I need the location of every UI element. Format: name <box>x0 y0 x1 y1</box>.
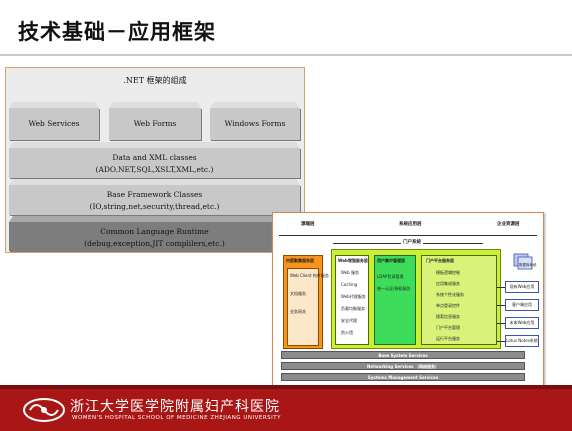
user-item-1: 统一认证/授权服务 <box>377 286 411 291</box>
platform-item-0: 模板逻辑控制 <box>436 270 460 275</box>
web-enhancement-box: Web增强服务层 Web 服务 Caching Web代理服务 负载均衡服务 安… <box>335 255 369 345</box>
side-box-existing-web-label: 现有Web应用 <box>509 284 535 289</box>
content-aggregation-inner: Web Client 构件服务 文档服务 业务网关 <box>287 268 329 346</box>
side-box-lotus: Lotus Notes系统 <box>505 335 539 347</box>
side-box-client-app-label: 客户端应用 <box>512 302 532 307</box>
hospital-name-en: WOMEN'S HOSPITAL SCHOOL OF MEDICINE ZHEJ… <box>72 415 281 421</box>
header-arrow-line <box>279 235 537 236</box>
clr-layer: Common Language Runtime (debug,exception… <box>9 222 300 251</box>
clr-title: Common Language Runtime <box>100 227 209 236</box>
data-xml-title: Data and XML classes <box>112 153 197 162</box>
base-system-services-layer: Base System Services <box>281 351 525 359</box>
slide-title: 技术基础－应用框架 <box>18 20 216 44</box>
windows-forms-box: Windows Forms <box>210 108 300 140</box>
footer-banner: 浙江大学医学院附属妇产科医院 WOMEN'S HOSPITAL SCHOOL O… <box>0 385 572 431</box>
content-aggregation-box: 内容聚集服务层 Web Client 构件服务 文档服务 业务网关 <box>283 255 329 349</box>
user-management-box: 用户集中管理层 LDAP目录管理 统一认证/授权服务 <box>374 255 416 345</box>
connector-line-4 <box>497 341 505 342</box>
hospital-logo-icon <box>22 396 66 424</box>
side-box-lotus-label: Lotus Notes系统 <box>506 338 538 343</box>
base-framework-title: Base Framework Classes <box>106 190 203 199</box>
side-box-existing-web: 现有Web应用 <box>505 281 539 293</box>
database-label: 数据库系统 <box>519 263 537 267</box>
side-box-future-web-label: 未来Web应用 <box>509 320 535 325</box>
web-item-2: Web代理服务 <box>341 294 366 299</box>
header-enterprise-layer: 企业资源层 <box>497 222 520 227</box>
portal-architecture-diagram: 源端层 系统应用层 企业资源层 门户系统 内容聚集服务层 Web Client … <box>272 212 544 388</box>
side-box-future-web: 未来Web应用 <box>505 317 539 329</box>
platform-item-6: 运行平台服务 <box>436 336 460 341</box>
header-source-layer: 源端层 <box>301 222 315 227</box>
web-item-1: Caching <box>341 282 358 287</box>
base-framework-subtitle: (IO,string,net,security,thread,etc.) <box>89 202 220 211</box>
footer-top-band <box>0 385 572 389</box>
dotnet-framework-diagram: .NET 框架的组成 Web Services Web Forms Window… <box>5 67 305 253</box>
portal-system-label: 门户系统 <box>401 240 423 245</box>
portal-platform-box: 门户平台服务层 模板逻辑控制 应用集成服务 系统个性化服务 单点登录控件 搜索信… <box>421 255 497 345</box>
portal-platform-title: 门户平台服务层 <box>426 258 454 263</box>
content-aggregation-title: 内容聚集服务层 <box>286 258 314 263</box>
clr-subtitle: (debug,exception,JIT complilers,etc.) <box>84 239 225 248</box>
dotnet-diagram-title: .NET 框架的组成 <box>123 76 187 85</box>
aggregation-item-0: Web Client 构件服务 <box>290 273 329 278</box>
systems-management-layer: Systems Management Services <box>281 373 525 381</box>
aggregation-item-1: 文档服务 <box>290 291 306 296</box>
data-xml-subtitle: (ADO.NET,SQL,XSLT,XML,etc.) <box>95 165 214 174</box>
platform-item-5: 门户平台管理 <box>436 325 460 330</box>
web-forms-label: Web Forms <box>133 119 177 128</box>
web-services-label: Web Services <box>28 119 80 128</box>
user-item-0: LDAP目录管理 <box>377 274 404 279</box>
database-icon <box>513 251 535 273</box>
web-forms-box: Web Forms <box>109 108 201 140</box>
web-services-box: Web Services <box>9 108 99 140</box>
connector-line-3 <box>497 323 505 324</box>
header-system-layer: 系统应用层 <box>399 222 422 227</box>
platform-item-3: 单点登录控件 <box>436 303 460 308</box>
hospital-name-cn: 浙江大学医学院附属妇产科医院 <box>70 399 280 415</box>
title-divider <box>0 54 572 56</box>
web-item-0: Web 服务 <box>341 270 359 275</box>
base-framework-layer: Base Framework Classes (IO,string,net,se… <box>9 185 300 215</box>
platform-item-2: 系统个性化服务 <box>436 292 464 297</box>
networking-services-layer: Networking Services （网络服务） <box>281 362 525 370</box>
connector-line-1 <box>497 287 505 288</box>
connector-line-2 <box>497 305 505 306</box>
windows-forms-label: Windows Forms <box>224 119 286 128</box>
user-management-title: 用户集中管理层 <box>377 258 405 263</box>
aggregation-item-2: 业务网关 <box>290 309 306 314</box>
web-item-5: 防火墙 <box>341 330 353 335</box>
data-xml-layer: Data and XML classes (ADO.NET,SQL,XSLT,X… <box>9 148 300 178</box>
side-box-client-app: 客户端应用 <box>505 299 539 311</box>
platform-item-4: 搜索信息服务 <box>436 314 460 319</box>
platform-item-1: 应用集成服务 <box>436 281 460 286</box>
web-enhancement-title: Web增强服务层 <box>338 258 368 263</box>
web-item-4: 安全代理 <box>341 318 357 323</box>
web-item-3: 负载均衡服务 <box>341 306 365 311</box>
